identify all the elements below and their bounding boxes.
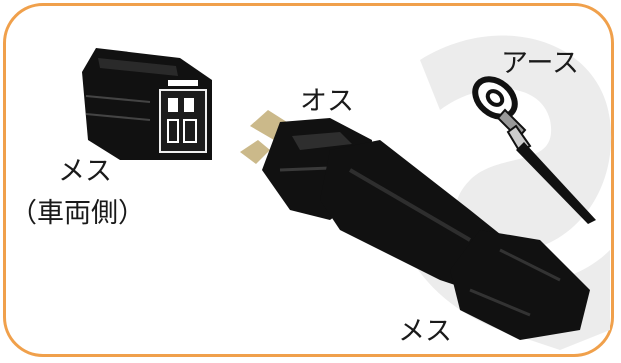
label-male: オス xyxy=(300,86,354,117)
label-female-vehicle-line2: （車両側） xyxy=(10,198,145,229)
ground-wire-ring-terminal xyxy=(472,76,596,224)
label-female-vehicle-line1: メス xyxy=(58,156,112,187)
female-connector-vehicle xyxy=(82,48,212,160)
label-female-bottom: メス xyxy=(398,316,452,347)
label-ground: アース xyxy=(501,48,580,79)
male-female-connector-assembly xyxy=(240,110,590,340)
